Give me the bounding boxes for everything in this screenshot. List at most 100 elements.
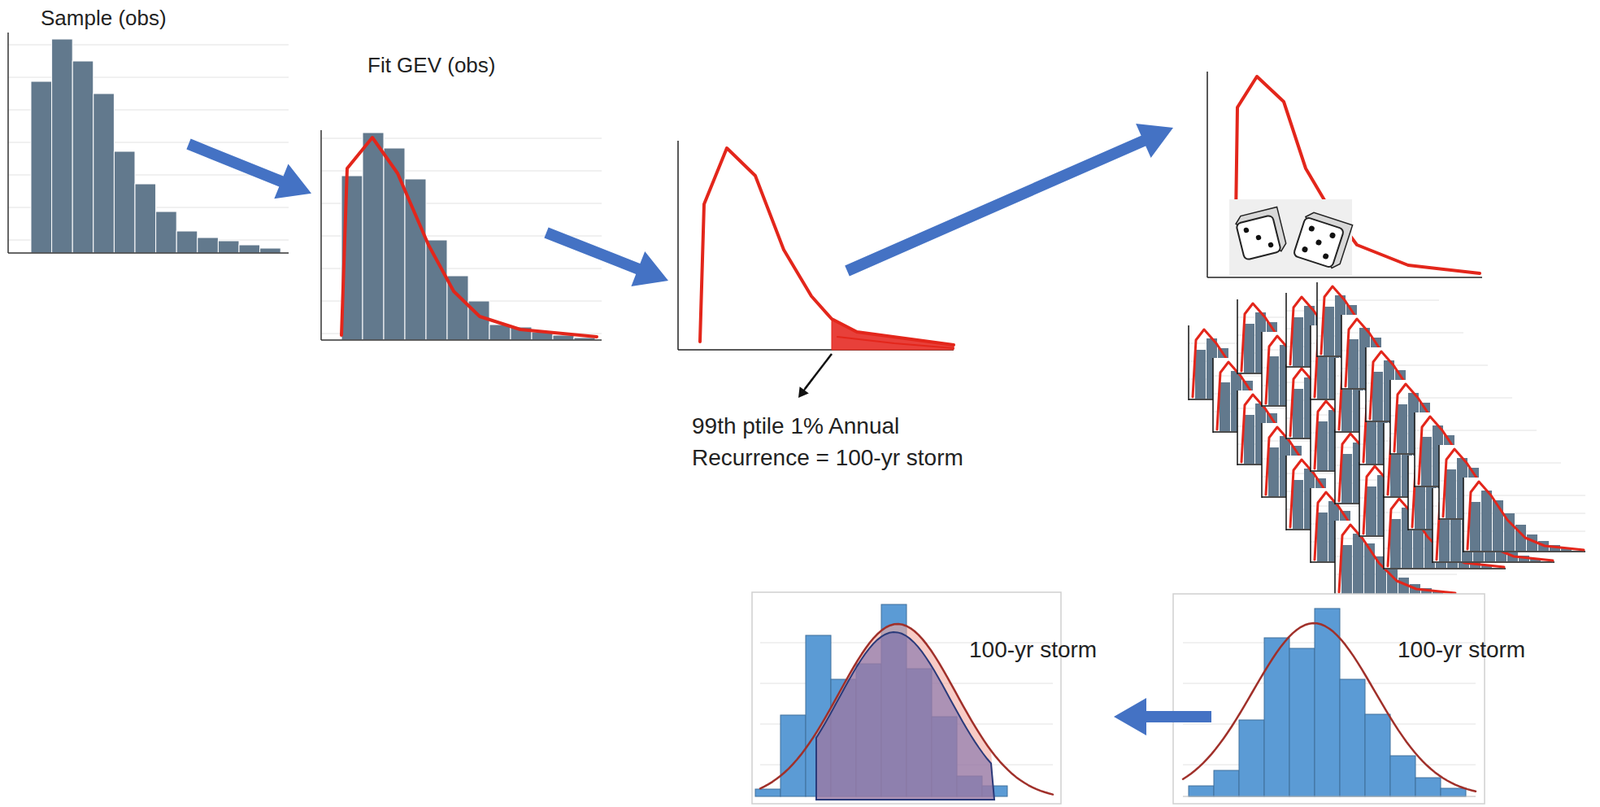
- histogram-bar: [1323, 306, 1335, 356]
- die-pip: [1243, 226, 1250, 234]
- histogram-bar: [1445, 469, 1457, 518]
- panel-label: Sample (obs): [40, 4, 167, 34]
- die-icon: [1292, 210, 1353, 270]
- axis-line: [1382, 494, 1385, 570]
- axis-line: [1334, 520, 1336, 596]
- axis-line: [1207, 276, 1483, 279]
- histogram-bar: [755, 788, 781, 796]
- axis-line: [1285, 364, 1287, 440]
- histogram-bar: [1268, 447, 1279, 496]
- axis-line: [1407, 455, 1409, 531]
- histogram-bar: [1188, 785, 1214, 796]
- grid-line: [8, 77, 289, 79]
- panel-node: 99th ptile 1% Annual Recurrence = 100-yr…: [668, 138, 1033, 480]
- axis-line: [1206, 71, 1209, 278]
- histogram-bar: [1347, 339, 1359, 388]
- histogram-bar: [1469, 501, 1481, 551]
- dice-ground: [1229, 199, 1353, 276]
- axis-line: [1462, 477, 1465, 553]
- axis-line: [1340, 314, 1343, 390]
- flow-arrow: [1113, 697, 1212, 735]
- axis-line: [1413, 412, 1416, 487]
- panel-label: 100-yr storm: [1397, 634, 1526, 666]
- histogram-bar: [1339, 678, 1366, 796]
- grid-line: [8, 44, 289, 46]
- die-face: [1235, 214, 1282, 261]
- histogram-bar: [1243, 323, 1255, 373]
- axis-line: [1383, 567, 1506, 570]
- axis-line: [1236, 390, 1239, 466]
- histogram-bar: [1213, 769, 1240, 796]
- histogram-bar: [113, 151, 135, 253]
- flow-arrow: [543, 227, 669, 287]
- histogram-bar: [1264, 637, 1290, 796]
- axis-line: [1358, 461, 1361, 537]
- histogram-bar: [217, 240, 240, 253]
- axis-line: [1260, 422, 1263, 498]
- histogram-bar: [1390, 755, 1416, 796]
- chart-frame: [1173, 593, 1485, 804]
- axis-line: [8, 252, 289, 254]
- axis-line: [1236, 299, 1239, 374]
- histogram-bar: [1341, 544, 1353, 594]
- histogram-bar: [1365, 713, 1391, 796]
- die-pip: [1315, 239, 1323, 247]
- axis-line: [1182, 795, 1476, 797]
- die-pip: [1329, 231, 1337, 240]
- axis-line: [1358, 390, 1361, 466]
- histogram-bar: [1421, 436, 1432, 486]
- axis-line: [1432, 560, 1555, 563]
- axis-line: [1309, 396, 1312, 472]
- histogram-bar: [404, 178, 427, 340]
- fit-curve: [1467, 481, 1584, 550]
- histogram-bar: [52, 39, 74, 253]
- histogram-bar: [239, 244, 261, 253]
- flow-arrow: [844, 123, 1174, 276]
- die-side: [1234, 206, 1287, 260]
- resample-plot: [1463, 477, 1586, 553]
- overlap-area: [816, 631, 995, 800]
- histogram-bar: [1365, 486, 1377, 535]
- tail-area: [831, 318, 954, 350]
- axis-line: [1309, 325, 1312, 400]
- axis-line: [321, 339, 602, 341]
- mini-ground: [1463, 477, 1586, 553]
- axis-line: [1389, 379, 1392, 455]
- panel-node: Fit GEV (obs): [311, 48, 547, 342]
- histogram-bar: [176, 230, 198, 253]
- histogram-bar: [1415, 777, 1441, 796]
- die-icon: [1234, 206, 1287, 260]
- histogram-bar: [1243, 414, 1255, 464]
- panel-label: Fit GEV (obs): [367, 51, 496, 81]
- histogram-bar: [1292, 479, 1304, 529]
- die-pip: [1321, 252, 1330, 261]
- panel-label: 100-yr storm: [969, 634, 1097, 666]
- histogram-bar: [1317, 512, 1328, 561]
- axis-line: [1260, 331, 1263, 407]
- histogram-bar: [134, 183, 157, 253]
- axis-line: [1285, 292, 1287, 368]
- panel-label: 99th ptile 1% Annual Recurrence = 100-yr…: [691, 410, 1001, 474]
- axis-line: [1334, 357, 1336, 433]
- axis-line: [1334, 429, 1336, 505]
- axis-line: [1309, 487, 1312, 563]
- histogram-bar: [1390, 518, 1401, 568]
- histogram-bar: [1396, 404, 1408, 453]
- panel-node: Sample (obs): [6, 4, 189, 257]
- histogram-bar: [1219, 382, 1231, 431]
- histogram-bar: [1440, 787, 1466, 796]
- axis-line: [1316, 282, 1318, 357]
- die-side: [1292, 210, 1353, 270]
- histogram-bar: [1268, 356, 1279, 405]
- histogram-bar: [197, 237, 219, 253]
- die-face: [1292, 216, 1344, 268]
- axis-line: [1212, 357, 1214, 433]
- histogram-bar: [1195, 349, 1206, 399]
- fit-curve: [1234, 76, 1480, 274]
- histogram-bar: [1352, 533, 1364, 594]
- histogram-bar: [362, 132, 384, 340]
- histogram-bar: [1314, 608, 1340, 796]
